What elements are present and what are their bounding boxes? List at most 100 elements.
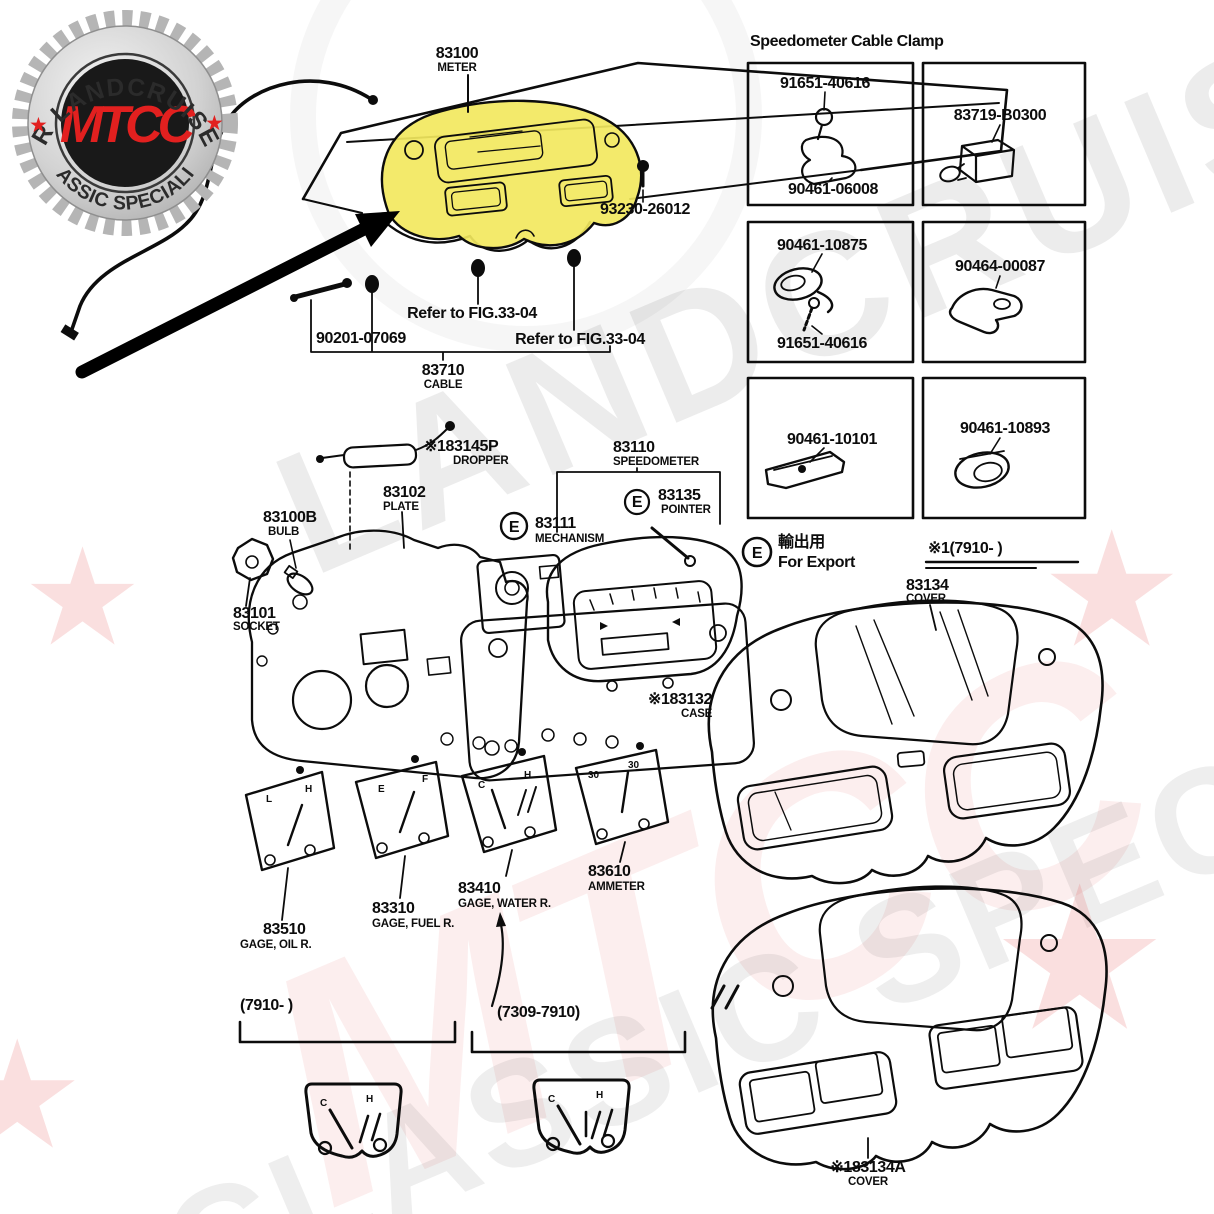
clamp-cell-1-drawing: 91651-40616 90461-06008	[780, 75, 879, 198]
highlight-arrow	[75, 211, 400, 379]
icon2-face-left: C	[548, 1094, 555, 1105]
ammeter-face-left: 30	[588, 770, 600, 781]
logo-monogram: MTCC	[60, 96, 197, 154]
clamp-cell-1-bottom-label: 90461-06008	[788, 181, 878, 198]
icon1-face-left: C	[320, 1098, 327, 1109]
cover-83134-drawing: 83134 COVER	[707, 577, 1104, 885]
clamp-cell-3-bottom-label: 91651-40616	[777, 335, 867, 352]
svg-text:(7910- ): (7910- )	[240, 997, 293, 1014]
dropper-number: ※183145P	[424, 438, 499, 455]
bulb-socket-drawing: 83100B BULB 83101 SOCKET	[231, 509, 317, 633]
pointer-export-symbol: E	[632, 494, 643, 511]
label-screw: 93230-26012	[600, 201, 690, 218]
water-face-left: C	[478, 780, 485, 791]
case-name: CASE	[681, 708, 713, 720]
clamp-cell-4-label: 90464-00087	[955, 258, 1045, 275]
range-right-group: (7309-7910)	[470, 984, 740, 1054]
ammeter-name: AMMETER	[588, 881, 646, 893]
svg-text:(7309-7910): (7309-7910)	[497, 1004, 580, 1021]
clamp-cell-3-top-label: 90461-10875	[777, 237, 867, 254]
bulb-name: BULB	[268, 526, 299, 538]
ammeter-face-right: 30	[628, 760, 640, 771]
clamp-cell-2-label: 83719-B0300	[954, 107, 1047, 124]
mechanism-drawing: E 83111 MECHANISM	[476, 511, 604, 635]
clamp-cell-2-drawing: 83719-B0300	[939, 107, 1047, 184]
gage-oil-name: GAGE, OIL R.	[240, 939, 312, 951]
cover-a-number: ※183134A	[830, 1159, 906, 1176]
bulb-number: 83100B	[263, 509, 317, 526]
dropper-drawing: ※183145P DROPPER	[316, 421, 510, 469]
svg-text:83710: 83710	[422, 362, 465, 379]
fuel-face-left: E	[378, 784, 385, 795]
pointer-number: 83135	[658, 487, 701, 504]
clamp-cell-4-drawing: 90464-00087	[948, 258, 1046, 335]
gage-fuel-name: GAGE, FUEL R.	[372, 918, 454, 930]
case-drawing: ※183132 CASE	[460, 602, 755, 782]
cover-83134a-drawing: ※183134A COVER	[711, 885, 1108, 1188]
speedometer-number: 83110	[613, 439, 655, 456]
meter-part-number: 83100	[436, 45, 479, 62]
logo-star-left: ★	[29, 114, 48, 137]
gage-fuel-number: 83310	[372, 900, 415, 917]
gear-badge	[12, 10, 238, 236]
pointer-drawing: E 83135 POINTER	[623, 487, 712, 567]
speedometer-drawing: 83110 SPEEDOMETER	[545, 439, 743, 692]
gage-water-number: 83410	[458, 880, 501, 897]
clamp-cell-6-drawing: 90461-10893	[954, 420, 1051, 489]
fuel-face-right: F	[422, 774, 428, 785]
gage-oil-number: 83510	[263, 921, 306, 938]
mechanism-export-symbol: E	[509, 519, 520, 536]
gage-water-name: GAGE, WATER R.	[458, 898, 551, 910]
ammeter-number: 83610	[588, 863, 631, 880]
cover-a-name: COVER	[848, 1176, 889, 1188]
oil-face-left: L	[266, 794, 272, 805]
mechanism-number: 83111	[535, 515, 576, 532]
screw-drawing	[637, 160, 649, 203]
dropper-name: DROPPER	[453, 455, 509, 467]
plate-name: PLATE	[383, 501, 419, 513]
range-left-group: (7910- )	[238, 997, 457, 1044]
socket-name: SOCKET	[233, 621, 280, 633]
export-jp-text: 輸出用	[778, 532, 825, 551]
svg-text:※1(7910- ): ※1(7910- )	[928, 540, 1002, 557]
export-en-text: For Export	[778, 554, 856, 571]
label-meter: 83100 METER	[436, 45, 479, 113]
meter-highlight-drawing	[380, 99, 643, 250]
export-symbol: E	[752, 545, 763, 562]
oil-face-right: H	[305, 784, 312, 795]
label-refer-2: Refer to FIG.33-04	[515, 331, 645, 348]
range-note: ※1(7910- )	[924, 540, 1080, 569]
socket-number: 83101	[233, 605, 276, 622]
clamp-panel: Speedometer Cable Clamp 91651-40616 9046…	[746, 33, 1087, 520]
clamp-panel-title: Speedometer Cable Clamp	[750, 33, 944, 50]
cover-number: 83134	[906, 577, 949, 594]
water-gauge-callout-arrow	[490, 912, 506, 1008]
temp-gauge-icon-1: C H	[304, 1082, 403, 1159]
gauge-water-drawing: C H 83410 GAGE, WATER R.	[458, 748, 558, 910]
logo-star-right: ★	[205, 112, 224, 135]
pointer-name: POINTER	[661, 504, 712, 516]
gauge-oil-drawing: L H 83510 GAGE, OIL R.	[240, 766, 336, 951]
clamp-cell-5-drawing: 90461-10101	[764, 431, 878, 490]
gauge-fuel-drawing: E F 83310 GAGE, FUEL R.	[354, 755, 454, 930]
clamp-cell-3-drawing: 90461-10875 91651-40616	[773, 237, 868, 352]
clamp-cell-1-top-label: 91651-40616	[780, 75, 870, 92]
ammeter-drawing: 30 30 83610 AMMETER	[574, 742, 670, 893]
svg-text:CABLE: CABLE	[424, 379, 463, 391]
clamp-cell-6-label: 90461-10893	[960, 420, 1050, 437]
label-clip: 90201-07069	[316, 330, 406, 347]
plate-drawing: 83102 PLATE	[247, 471, 529, 780]
meter-part-name: METER	[437, 62, 477, 74]
mtcc-logo: MTCC MR LANDCRUISER CLASSIC SPECIALIST ★…	[2, 2, 238, 236]
temp-gauge-icon-2: C H	[532, 1078, 631, 1155]
clamp-cell-5-label: 90461-10101	[787, 431, 877, 448]
icon2-face-right: H	[596, 1090, 603, 1101]
export-note: E 輸出用 For Export	[741, 532, 856, 571]
plate-number: 83102	[383, 484, 426, 501]
water-face-right: H	[524, 770, 531, 781]
case-number: ※183132	[648, 691, 712, 708]
icon1-face-right: H	[366, 1094, 373, 1105]
label-refer-1: Refer to FIG.33-04	[407, 305, 537, 322]
